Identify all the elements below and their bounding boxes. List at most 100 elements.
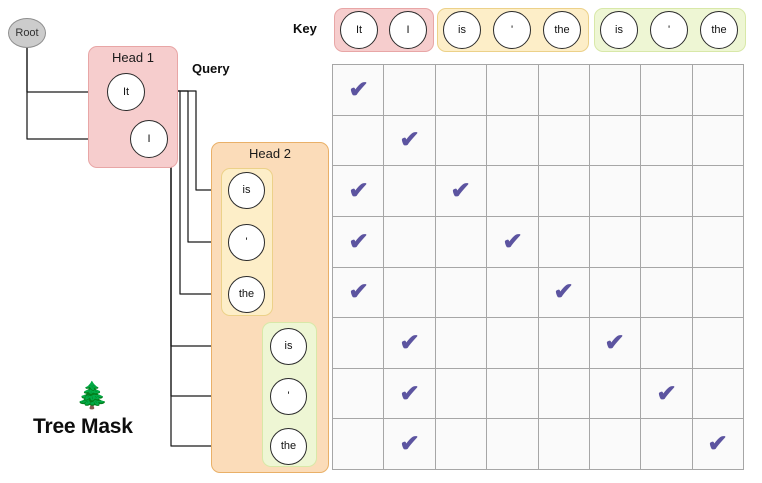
matrix-cell[interactable]: ✔ bbox=[383, 64, 436, 116]
query-node-head1-it-label: It bbox=[122, 85, 130, 98]
matrix-cell[interactable]: ✔ bbox=[640, 418, 693, 470]
matrix-cell[interactable]: ✔ bbox=[434, 367, 488, 420]
matrix-cell[interactable]: ✔ bbox=[434, 418, 488, 470]
key-node-is-2-label: is bbox=[615, 23, 623, 36]
matrix-cell[interactable]: ✔ bbox=[588, 215, 642, 268]
matrix-cell[interactable]: ✔ bbox=[331, 64, 385, 116]
matrix-cell[interactable]: ✔ bbox=[691, 215, 745, 268]
key-node-it[interactable]: It bbox=[340, 11, 378, 49]
check-icon: ✔ bbox=[399, 430, 420, 457]
matrix-cell[interactable]: ✔ bbox=[537, 165, 590, 217]
matrix-row: ✔✔✔✔✔✔✔✔ bbox=[331, 64, 745, 116]
node-root-label: Root bbox=[15, 26, 39, 39]
matrix-cell[interactable]: ✔ bbox=[640, 266, 693, 319]
matrix-cell[interactable]: ✔ bbox=[486, 266, 539, 319]
matrix-cell[interactable]: ✔ bbox=[537, 114, 590, 167]
matrix-cell[interactable]: ✔ bbox=[640, 64, 693, 116]
key-node-it-label: It bbox=[355, 23, 363, 36]
matrix-cell[interactable]: ✔ bbox=[383, 418, 436, 470]
query-node-head2-the-1[interactable]: the bbox=[228, 276, 265, 313]
matrix-cell[interactable]: ✔ bbox=[640, 317, 693, 369]
node-root[interactable]: Root bbox=[8, 18, 46, 48]
matrix-cell[interactable]: ✔ bbox=[383, 367, 436, 420]
matrix-cell[interactable]: ✔ bbox=[691, 64, 745, 116]
query-head-2-label: Head 2 bbox=[249, 146, 291, 161]
query-node-head2-is-1[interactable]: is bbox=[228, 172, 265, 209]
matrix-cell[interactable]: ✔ bbox=[331, 367, 385, 420]
matrix-cell[interactable]: ✔ bbox=[383, 215, 436, 268]
matrix-cell[interactable]: ✔ bbox=[640, 367, 693, 420]
matrix-cell[interactable]: ✔ bbox=[588, 114, 642, 167]
matrix-cell[interactable]: ✔ bbox=[331, 215, 385, 268]
matrix-row: ✔✔✔✔✔✔✔✔ bbox=[331, 114, 745, 167]
key-node-the-1[interactable]: the bbox=[543, 11, 581, 49]
matrix-cell[interactable]: ✔ bbox=[537, 367, 590, 420]
key-node-is-2[interactable]: is bbox=[600, 11, 638, 49]
matrix-cell[interactable]: ✔ bbox=[331, 418, 385, 470]
check-icon: ✔ bbox=[348, 278, 369, 305]
key-node-apos-2[interactable]: ' bbox=[650, 11, 688, 49]
matrix-cell[interactable]: ✔ bbox=[691, 266, 745, 319]
tree-mask-title: Tree Mask bbox=[33, 415, 133, 438]
key-node-the-2[interactable]: the bbox=[700, 11, 738, 49]
query-node-head2-is-1-label: is bbox=[242, 184, 251, 196]
matrix-cell[interactable]: ✔ bbox=[537, 64, 590, 116]
matrix-cell[interactable]: ✔ bbox=[434, 266, 488, 319]
key-node-apos-1[interactable]: ' bbox=[493, 11, 531, 49]
matrix-cell[interactable]: ✔ bbox=[383, 317, 436, 369]
matrix-cell[interactable]: ✔ bbox=[331, 114, 385, 167]
matrix-cell[interactable]: ✔ bbox=[691, 367, 745, 420]
check-icon: ✔ bbox=[348, 177, 369, 204]
matrix-cell[interactable]: ✔ bbox=[588, 165, 642, 217]
matrix-cell[interactable]: ✔ bbox=[537, 317, 590, 369]
query-node-head2-the-2[interactable]: the bbox=[270, 428, 307, 465]
query-head-1-label: Head 1 bbox=[112, 50, 154, 65]
key-node-i[interactable]: I bbox=[389, 11, 427, 49]
check-icon: ✔ bbox=[656, 379, 677, 406]
matrix-cell[interactable]: ✔ bbox=[640, 114, 693, 167]
matrix-cell[interactable]: ✔ bbox=[537, 266, 590, 319]
query-node-head1-i[interactable]: I bbox=[130, 120, 168, 158]
matrix-cell[interactable]: ✔ bbox=[434, 64, 488, 116]
query-node-head2-is-2[interactable]: is bbox=[270, 328, 307, 365]
key-node-is-1[interactable]: is bbox=[443, 11, 481, 49]
matrix-cell[interactable]: ✔ bbox=[640, 215, 693, 268]
matrix-cell[interactable]: ✔ bbox=[434, 317, 488, 369]
matrix-cell[interactable]: ✔ bbox=[588, 64, 642, 116]
key-label: Key bbox=[293, 21, 317, 36]
matrix-cell[interactable]: ✔ bbox=[486, 215, 539, 268]
matrix-cell[interactable]: ✔ bbox=[434, 215, 488, 268]
matrix-cell[interactable]: ✔ bbox=[486, 418, 539, 470]
matrix-cell[interactable]: ✔ bbox=[691, 418, 745, 470]
matrix-cell[interactable]: ✔ bbox=[486, 64, 539, 116]
attention-mask-matrix[interactable]: ✔✔✔✔✔✔✔✔✔✔✔✔✔✔✔✔✔✔✔✔✔✔✔✔✔✔✔✔✔✔✔✔✔✔✔✔✔✔✔✔… bbox=[331, 64, 745, 470]
query-node-head1-it[interactable]: It bbox=[107, 73, 145, 111]
matrix-cell[interactable]: ✔ bbox=[691, 114, 745, 167]
matrix-cell[interactable]: ✔ bbox=[691, 317, 745, 369]
matrix-cell[interactable]: ✔ bbox=[588, 266, 642, 319]
matrix-cell[interactable]: ✔ bbox=[486, 165, 539, 217]
matrix-cell[interactable]: ✔ bbox=[640, 165, 693, 217]
query-node-head2-the-1-label: the bbox=[238, 288, 255, 300]
matrix-cell[interactable]: ✔ bbox=[588, 367, 642, 420]
matrix-cell[interactable]: ✔ bbox=[588, 317, 642, 369]
query-node-head2-apos-1[interactable]: ' bbox=[228, 224, 265, 261]
matrix-cell[interactable]: ✔ bbox=[331, 165, 385, 217]
query-node-head2-apos-2[interactable]: ' bbox=[270, 378, 307, 415]
matrix-cell[interactable]: ✔ bbox=[331, 317, 385, 369]
matrix-cell[interactable]: ✔ bbox=[588, 418, 642, 470]
query-node-head2-apos-2-label: ' bbox=[287, 390, 290, 402]
matrix-cell[interactable]: ✔ bbox=[331, 266, 385, 319]
matrix-cell[interactable]: ✔ bbox=[486, 114, 539, 167]
matrix-cell[interactable]: ✔ bbox=[486, 317, 539, 369]
matrix-cell[interactable]: ✔ bbox=[383, 165, 436, 217]
matrix-cell[interactable]: ✔ bbox=[434, 114, 488, 167]
matrix-cell[interactable]: ✔ bbox=[383, 266, 436, 319]
matrix-cell[interactable]: ✔ bbox=[537, 215, 590, 268]
matrix-cell[interactable]: ✔ bbox=[486, 367, 539, 420]
matrix-cell[interactable]: ✔ bbox=[434, 165, 488, 217]
matrix-cell[interactable]: ✔ bbox=[691, 165, 745, 217]
matrix-cell[interactable]: ✔ bbox=[383, 114, 436, 167]
matrix-cell[interactable]: ✔ bbox=[537, 418, 590, 470]
